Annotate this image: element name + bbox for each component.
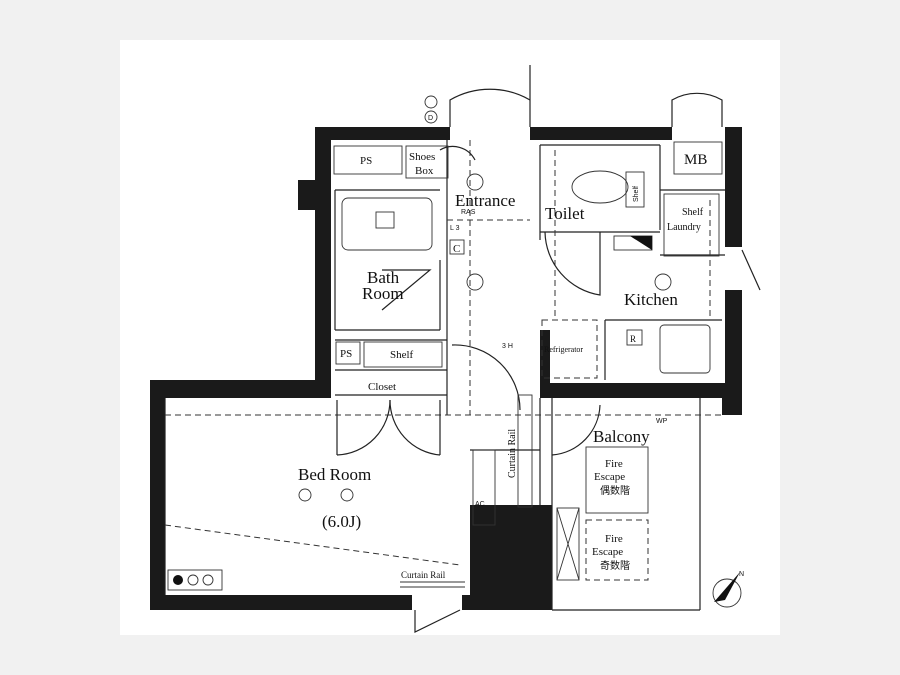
fire-escape-even-2: Escape [594,471,625,483]
ps-box-closet [335,341,361,365]
laundry-shelf-label: Shelf [682,207,704,218]
ac-label: AC [475,501,485,508]
room-label-bath-2: Room [362,284,404,303]
r-box-label: R [630,334,636,344]
toilet-bowl-icon [571,170,629,204]
laundry-area [663,193,720,257]
room-label-balcony: Balcony [593,427,650,446]
laundry-label: Laundry [667,222,701,233]
fire-escape-odd-1: Fire [605,533,623,545]
bathtub [341,197,433,251]
room-label-toilet: Toilet [545,204,585,223]
ac-unit [472,449,496,526]
l3-label: L 3 [450,225,460,232]
refrigerator-space [541,319,598,379]
room-label-entrance: Entrance [455,191,515,210]
bath-faucet-icon [375,211,395,229]
curtain-rail-bottom-label: Curtain Rail [401,570,446,580]
d-symbol-icon [424,95,438,109]
closet-shelf-label: Shelf [390,349,414,361]
north-compass-icon [712,578,742,608]
d-symbol-label: D [428,115,433,122]
walls [150,127,742,610]
room-size-bedroom: (6.0J) [322,512,361,531]
balcony-storage [556,507,580,581]
refrigerator-label: Refrigerator [544,345,583,354]
toilet-shelf [625,171,645,208]
curtain-rail-vertical [517,394,533,508]
c-box [449,239,465,255]
r-box [626,329,643,346]
fixtures [167,95,742,608]
curtain-rail-vertical-label: Curtain Rail [507,429,518,478]
closet-shelf [363,341,443,368]
outlet-panel [167,569,223,591]
fire-escape-even [585,446,649,514]
3h-label: 3 H [502,343,513,350]
wp-label: WP [656,418,668,425]
labels: Entrance Toilet Bath Room Kitchen Bed Ro… [298,115,744,580]
fire-escape-even-3: 偶数階 [600,484,630,497]
ps-top-label: PS [360,155,372,167]
ps-closet-label: PS [340,348,352,360]
closet-label: Closet [368,381,396,393]
shoes-label-1: Shoes [409,151,435,163]
stove [659,324,711,374]
room-label-kitchen: Kitchen [624,290,678,309]
room-label-bath-1: Bath [367,268,400,287]
c-box-label: C [453,243,460,255]
mb-box [673,141,723,175]
ps-box-top [333,145,403,175]
mb-label: MB [684,152,707,168]
fire-escape-odd [585,519,649,581]
fire-escape-odd-3: 奇数階 [600,559,630,572]
room-label-bedroom: Bed Room [298,465,371,484]
north-label: N [739,571,744,578]
toilet-shelf-label: Shelf [633,186,640,202]
shoes-box [405,145,449,179]
fire-escape-even-1: Fire [605,458,623,470]
doors [336,65,761,633]
shoes-label-2: Box [415,165,434,177]
fire-escape-odd-2: Escape [592,546,623,558]
ras-label: RAS [461,209,476,216]
partitions [164,140,725,611]
